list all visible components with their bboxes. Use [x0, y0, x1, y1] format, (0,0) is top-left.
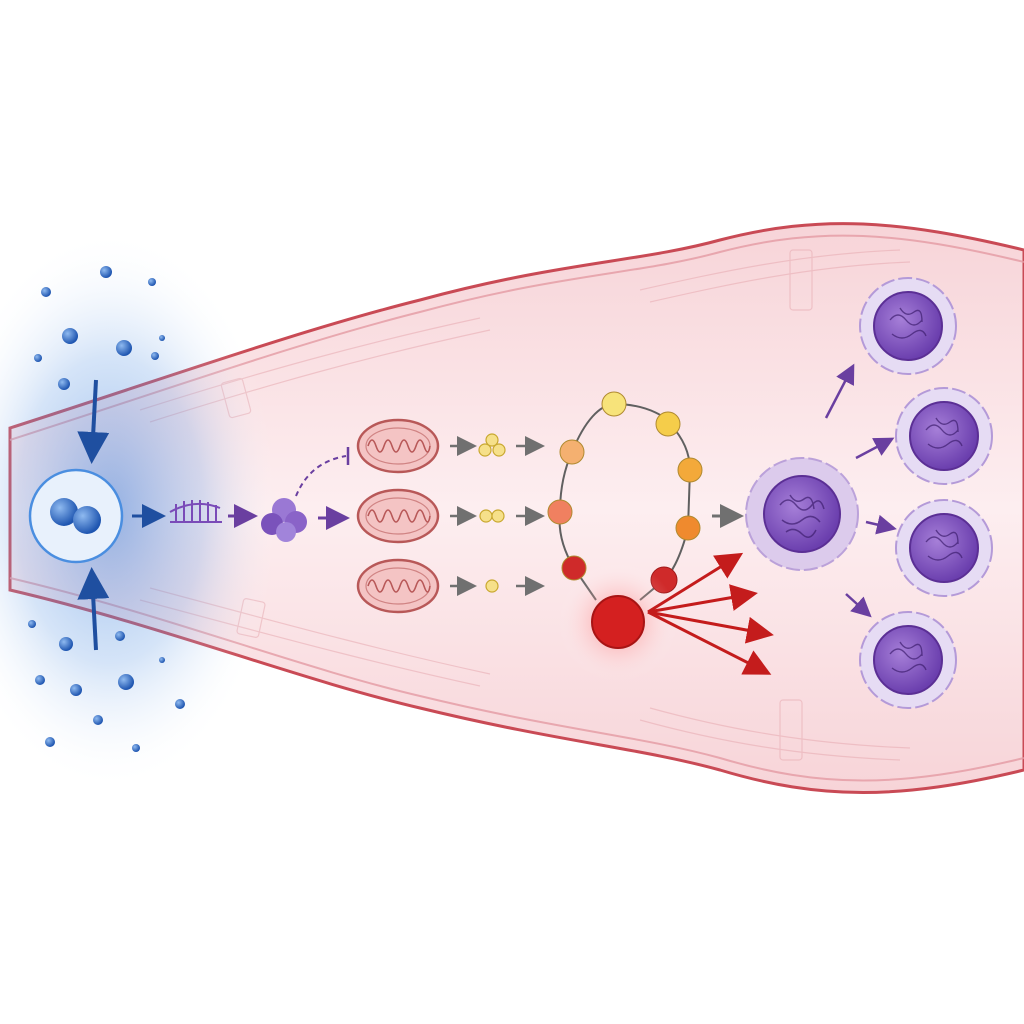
cycle-node — [655, 411, 681, 437]
signal-particle — [28, 620, 36, 628]
daughter-cell — [859, 277, 957, 375]
output-arrow — [647, 584, 758, 614]
signal-particle — [159, 335, 165, 341]
cycle-node — [675, 515, 701, 541]
inward-arrow-top — [77, 379, 110, 464]
signal-particle — [118, 674, 134, 690]
signal-particle — [58, 378, 70, 390]
signal-particle — [115, 631, 125, 641]
metabolite-cluster — [478, 433, 506, 457]
output-arrow — [647, 610, 772, 675]
cycle-node — [547, 499, 573, 525]
division-arrow — [824, 363, 855, 419]
cycle-node — [601, 391, 627, 417]
signal-particle — [132, 744, 140, 752]
ligand-molecule — [73, 506, 101, 534]
ligand-molecule — [50, 498, 78, 526]
signal-particle — [151, 352, 159, 360]
division-arrow — [855, 437, 895, 460]
daughter-cell — [895, 499, 993, 597]
division-arrow — [865, 514, 897, 535]
mitochondrion-icon — [356, 418, 440, 474]
output-arrow — [647, 610, 774, 644]
signal-particle — [62, 328, 78, 344]
output-arrow — [647, 552, 744, 614]
metabolite-cluster — [485, 579, 499, 593]
parent-cell — [745, 457, 859, 571]
signal-particle — [93, 715, 103, 725]
inward-arrow-bottom — [77, 567, 110, 651]
division-arrow — [845, 593, 872, 618]
signal-particle — [45, 737, 55, 747]
mitochondrion-icon — [356, 558, 440, 614]
extracellular-particles — [28, 266, 185, 752]
daughter-cells — [824, 277, 993, 709]
daughter-cell — [895, 387, 993, 485]
cycle-node — [561, 555, 587, 581]
inhibition-dashed-arrow — [295, 447, 350, 497]
signal-particle — [175, 699, 185, 709]
signal-particle — [159, 657, 165, 663]
signal-particle — [100, 266, 112, 278]
signal-particle — [35, 675, 45, 685]
metabolic-hub-node — [558, 562, 678, 682]
receptor-cell-with-ligands — [28, 468, 124, 564]
mitochondrion-icon — [356, 488, 440, 544]
signal-particle — [116, 340, 132, 356]
daughter-cell — [859, 611, 957, 709]
signal-particle — [70, 684, 82, 696]
cycle-node — [677, 457, 703, 483]
extracellular-signal-field — [0, 230, 280, 790]
cycle-node — [559, 439, 585, 465]
output-arrows — [647, 552, 774, 675]
signal-particle — [34, 354, 42, 362]
mitochondria-column — [356, 418, 545, 614]
metabolite-cluster — [479, 509, 505, 523]
rna-transcript-icon — [169, 500, 222, 523]
protein-complex-icon — [261, 498, 307, 542]
signal-particle — [148, 278, 156, 286]
signal-particle — [59, 637, 73, 651]
signal-particle — [41, 287, 51, 297]
metabolic-cycle — [547, 391, 703, 601]
